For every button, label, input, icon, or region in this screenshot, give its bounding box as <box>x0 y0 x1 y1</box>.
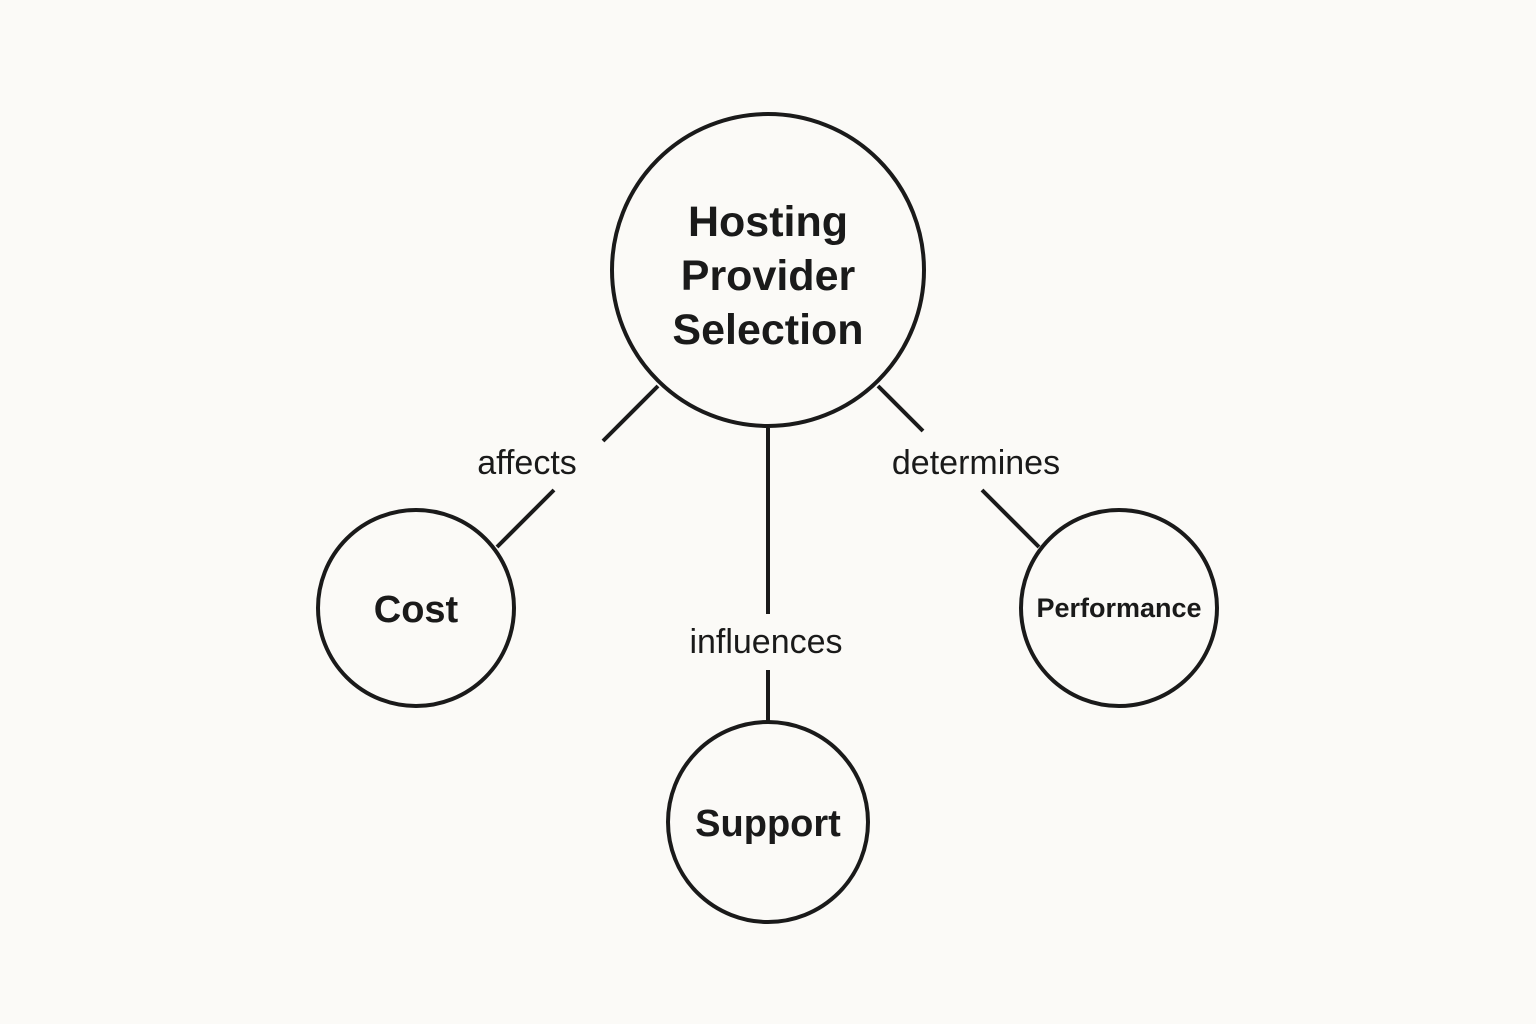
node-support-label: Support <box>695 803 841 845</box>
node-cost-label: Cost <box>374 589 459 631</box>
node-cost-circle <box>316 508 516 708</box>
edge-cost-lower <box>495 488 556 549</box>
edge-cost-upper <box>601 384 660 443</box>
node-center-line-2: Provider <box>681 252 856 300</box>
node-support-circle <box>666 720 870 924</box>
edge-support-label: influences <box>689 623 842 661</box>
node-center-circle <box>610 112 926 428</box>
node-performance-label: Performance <box>1036 593 1201 623</box>
node-center-line-3: Selection <box>672 306 863 354</box>
edge-performance-lower <box>980 488 1041 549</box>
edge-performance-upper <box>876 384 925 433</box>
edge-cost-label: affects <box>477 444 577 482</box>
edge-performance-label: determines <box>892 444 1060 482</box>
node-performance-circle <box>1019 508 1219 708</box>
node-center-line-1: Hosting <box>688 198 848 246</box>
